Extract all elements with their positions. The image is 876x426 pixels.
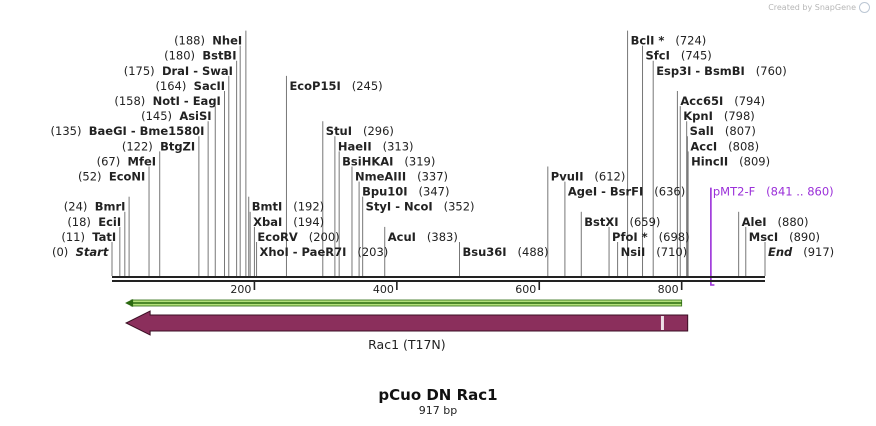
site-label-bstxi: BstXI (659) xyxy=(584,215,660,229)
ruler-tick-label: 400 xyxy=(373,283,394,296)
site-label-bmti: BmtI (192) xyxy=(252,200,324,214)
site-label-xhoi-paer7i: XhoI - PaeR7I (203) xyxy=(260,245,389,259)
site-label-nsii: NsiI (710) xyxy=(621,245,688,259)
watermark-text: Created by SnapGene xyxy=(768,3,856,12)
site-label-ecop15i: EcoP15I (245) xyxy=(289,79,382,93)
site-label-kpni: KpnI (798) xyxy=(683,109,755,123)
site-label-pvuii: PvuII (612) xyxy=(551,170,626,184)
primers: pMT2-F (841 .. 860) xyxy=(710,185,834,286)
ruler-tick-label: 800 xyxy=(658,283,679,296)
ruler-tick-label: 200 xyxy=(230,283,251,296)
site-label-econi: (52) EcoNI xyxy=(78,170,145,184)
rac1-feature-label: Rac1 (T17N) xyxy=(368,337,446,352)
site-label-xbai: XbaI (194) xyxy=(253,215,324,229)
site-label-bsihkai: BsiHKAI (319) xyxy=(342,154,435,168)
site-label-bpu10i: Bpu10I (347) xyxy=(362,185,449,199)
site-label-acc65i: Acc65I (794) xyxy=(680,94,765,108)
ruler-ticks: 200 400 600 800 xyxy=(230,281,683,296)
site-label-hincii: HincII (809) xyxy=(691,154,770,168)
site-label-esp3i-bsmbi: Esp3I - BsmBI (760) xyxy=(656,64,787,78)
site-label-haeii: HaeII (313) xyxy=(338,139,414,153)
site-label-btgzi: (122) BtgZI xyxy=(122,139,195,153)
site-lines xyxy=(111,30,766,276)
green-feature-arrowhead xyxy=(125,299,134,307)
site-label-drai-swai: (175) DraI - SwaI xyxy=(124,64,233,78)
site-label-sali: SalI (807) xyxy=(690,124,756,138)
primer-label-pmt2-f: pMT2-F (841 .. 860) xyxy=(713,185,834,199)
snapgene-watermark: Created by SnapGene xyxy=(768,2,870,13)
backbone xyxy=(112,276,765,282)
site-label-tati: (11) TatI xyxy=(61,230,116,244)
site-label-nhei: (188) NheI xyxy=(174,34,242,48)
site-label-pfoi: PfoI * (698) xyxy=(612,230,690,244)
site-label-bcli: BclI * (724) xyxy=(631,34,707,48)
site-label-noti-eagi: (158) NotI - EagI xyxy=(114,94,220,108)
site-label-styi-ncoi: StyI - NcoI (352) xyxy=(366,200,475,214)
site-labels: (0) Start(11) TatI(18) EciI(24) BmrI (52)… xyxy=(51,34,835,259)
site-label-nmeaiii: NmeAIII (337) xyxy=(355,170,448,184)
site-label-mfei: (67) MfeI xyxy=(97,154,156,168)
rac1-feature-arrow xyxy=(124,310,689,336)
mutation-marker xyxy=(660,316,664,330)
map-title: pCuo DN Rac1 xyxy=(378,386,497,404)
map-length: 917 bp xyxy=(419,404,457,417)
site-label-msci: MscI (890) xyxy=(749,230,820,244)
site-label-sacii: (164) SacII xyxy=(155,79,225,93)
features: Rac1 (T17N) xyxy=(124,299,689,352)
site-label-start: (0) Start xyxy=(52,245,109,259)
site-label-stui: StuI (296) xyxy=(326,124,394,138)
snapgene-logo-icon xyxy=(859,2,870,13)
primer-arrow-pmt2-f xyxy=(710,187,715,286)
site-label-asisi: (145) AsiSI xyxy=(141,109,211,123)
site-label-acui: AcuI (383) xyxy=(388,230,458,244)
site-label-sfci: SfcI (745) xyxy=(646,49,712,63)
site-label-bmri: (24) BmrI xyxy=(64,200,126,214)
ruler-tick-label: 600 xyxy=(515,283,536,296)
site-label-baegi-bme1580i: (135) BaeGI - Bme1580I xyxy=(51,124,205,138)
site-label-end: End (917) xyxy=(768,245,834,259)
site-label-acci: AccI (808) xyxy=(690,139,759,153)
site-label-agei-bsrfi: AgeI - BsrFI (636) xyxy=(568,185,685,199)
site-label-bsu36i: Bsu36I (488) xyxy=(463,245,549,259)
site-label-ecorv: EcoRV (200) xyxy=(257,230,339,244)
site-label-ecii: (18) EciI xyxy=(67,215,121,229)
site-label-alei: AleI (880) xyxy=(742,215,809,229)
site-label-bstbi: (180) BstBI xyxy=(164,49,236,63)
